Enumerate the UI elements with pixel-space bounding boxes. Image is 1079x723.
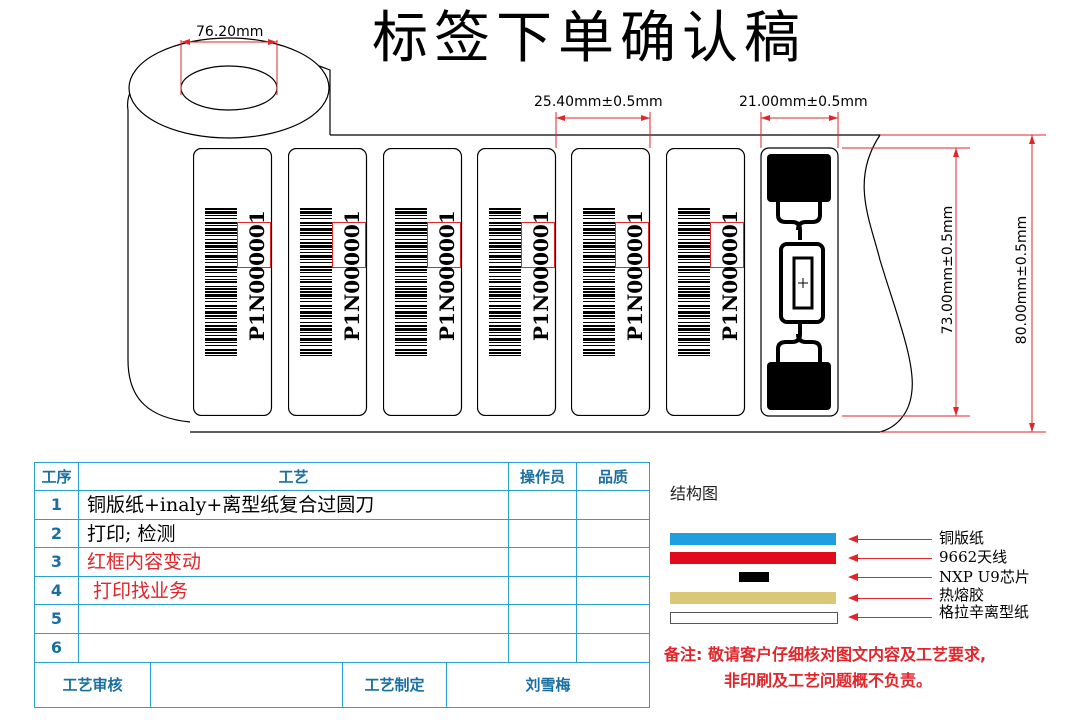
- step-number: 3: [35, 548, 79, 577]
- quality-cell: [577, 548, 649, 577]
- barcode-icon: [489, 208, 521, 356]
- barcode-text: P1N000001: [623, 210, 647, 341]
- header-process: 工艺: [79, 463, 509, 491]
- barcode-label: P1N000001: [571, 148, 651, 416]
- operator-cell: [509, 519, 577, 549]
- layer-bar: [739, 572, 769, 582]
- variable-data-frame: [615, 222, 649, 268]
- review-value: [151, 663, 343, 707]
- label-height-dim: 73.00mm±0.5mm: [940, 205, 956, 335]
- arrow-left-icon: [848, 573, 858, 581]
- quality-cell: [577, 520, 649, 549]
- barcode-label: P1N000001: [288, 148, 368, 416]
- barcode-text: P1N000001: [718, 210, 742, 341]
- layer-label: 9662天线: [939, 548, 1008, 566]
- step-number: 1: [35, 491, 79, 520]
- arrow-left-icon: [848, 594, 858, 602]
- quality-cell: [577, 491, 649, 520]
- operator-cell: [509, 605, 577, 634]
- arrow-left-icon: [848, 613, 858, 621]
- layer-label: 格拉辛离型纸: [939, 603, 1030, 621]
- header-operator: 操作员: [509, 463, 577, 491]
- layer-bar: [670, 533, 836, 545]
- layer-pointer: [852, 598, 932, 599]
- barcode-label: P1N000001: [666, 148, 746, 416]
- barcode-label: P1N000001: [383, 148, 463, 416]
- operator-cell: [509, 634, 577, 663]
- variable-data-frame: [427, 222, 461, 268]
- barcode-label: P1N000001: [477, 148, 557, 416]
- barcode-text: P1N000001: [529, 210, 553, 341]
- layer-label: NXP U9芯片: [939, 568, 1030, 586]
- step-number: 4: [35, 576, 79, 606]
- barcode-icon: [300, 208, 332, 356]
- quality-cell: [577, 577, 649, 606]
- layer-bar: [670, 592, 836, 604]
- step-text: [79, 605, 509, 634]
- note-line-1: 备注: 敬请客户仔细核对图文内容及工艺要求,: [664, 645, 987, 664]
- step-text: 铜版纸+inaly+离型纸复合过圆刀: [79, 491, 509, 520]
- liner-height-dim: 80.00mm±0.5mm: [1014, 215, 1030, 345]
- barcode-icon: [583, 208, 615, 356]
- variable-data-frame: [237, 222, 271, 268]
- step-text: 红框内容变动: [79, 548, 509, 577]
- layer-bar: [670, 552, 836, 564]
- layer-pointer: [852, 577, 932, 578]
- barcode-label: P1N000001: [193, 148, 273, 416]
- layer-bar: [670, 612, 838, 624]
- step-text: [79, 634, 509, 663]
- variable-data-frame: [710, 222, 744, 268]
- arrow-left-icon: [848, 535, 858, 543]
- variable-data-frame: [332, 222, 366, 268]
- header-quality: 品质: [577, 463, 649, 491]
- operator-cell: [509, 576, 577, 606]
- variable-data-frame: [521, 222, 555, 268]
- layer-label: 铜版纸: [939, 529, 985, 547]
- step-number: 2: [35, 519, 79, 549]
- barcode-icon: [395, 208, 427, 356]
- barcode-icon: [205, 208, 237, 356]
- header-step: 工序: [35, 463, 79, 491]
- layer-pointer: [852, 539, 932, 540]
- step-text: 打印找业务: [79, 576, 509, 606]
- core-width-dim: 76.20mm: [196, 24, 264, 40]
- barcode-text: P1N000001: [340, 210, 364, 341]
- note: 备注: 敬请客户仔细核对图文内容及工艺要求, 非印刷及工艺问题概不负责。: [664, 642, 986, 694]
- layer-pointer: [852, 617, 932, 618]
- review-label: 工艺审核: [35, 663, 151, 707]
- label-roll-drawing: [127, 37, 1046, 433]
- pitch-dim: 25.40mm±0.5mm: [534, 94, 663, 110]
- step-number: 6: [35, 634, 79, 663]
- make-value: 刘雪梅: [525, 676, 571, 694]
- make-label: 工艺制定: [343, 663, 447, 707]
- note-line-2: 非印刷及工艺问题概不负责。: [724, 671, 933, 690]
- structure-title: 结构图: [670, 484, 719, 503]
- label-width-dim: 21.00mm±0.5mm: [739, 94, 868, 110]
- layer-pointer: [852, 558, 932, 559]
- quality-cell: [577, 605, 649, 634]
- step-text: 打印; 检测: [79, 519, 509, 549]
- step-number: 5: [35, 605, 79, 634]
- operator-cell: [509, 491, 577, 520]
- barcode-text: P1N000001: [245, 210, 269, 341]
- quality-cell: [577, 634, 649, 663]
- arrow-left-icon: [848, 554, 858, 562]
- barcode-icon: [678, 208, 710, 356]
- layer-label: 热熔胶: [939, 586, 985, 604]
- barcode-text: P1N000001: [435, 210, 459, 341]
- page-title: 标签下单确认稿: [372, 6, 806, 71]
- operator-cell: [509, 548, 577, 577]
